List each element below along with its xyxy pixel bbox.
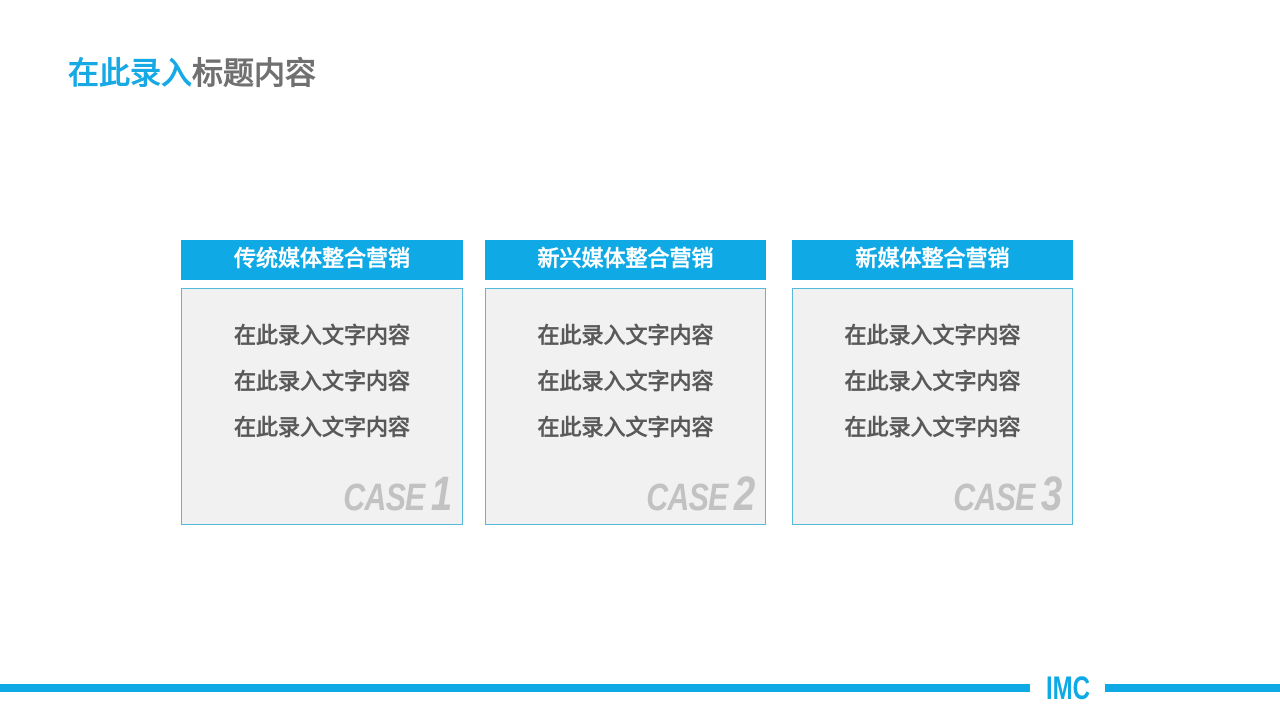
card-text-line: 在此录入文字内容: [844, 324, 1021, 349]
card-header: 新媒体整合营销: [792, 240, 1073, 280]
card-text-line: 在此录入文字内容: [537, 370, 714, 395]
card-text-line: 在此录入文字内容: [233, 370, 410, 395]
slide-title: 在此录入标题内容: [68, 52, 316, 96]
case-number: 2: [733, 468, 755, 521]
card-header: 传统媒体整合营销: [181, 240, 463, 280]
case-card-1: 传统媒体整合营销 在此录入文字内容 在此录入文字内容 在此录入文字内容 CASE…: [181, 240, 463, 525]
case-card-2: 新兴媒体整合营销 在此录入文字内容 在此录入文字内容 在此录入文字内容 CASE…: [485, 240, 766, 525]
card-text-line: 在此录入文字内容: [537, 324, 714, 349]
case-word: CASE: [342, 477, 425, 519]
card-text-line: 在此录入文字内容: [233, 324, 410, 349]
card-header: 新兴媒体整合营销: [485, 240, 766, 280]
slide-title-accent: 在此录入: [68, 56, 192, 92]
footer-brand-logo: IMC: [1046, 670, 1090, 706]
case-number: 3: [1040, 468, 1062, 521]
card-text-line: 在此录入文字内容: [537, 416, 714, 441]
footer-divider-right: [1105, 684, 1280, 692]
case-number: 1: [430, 468, 452, 521]
card-text-line: 在此录入文字内容: [844, 416, 1021, 441]
card-text-line: 在此录入文字内容: [233, 416, 410, 441]
case-word: CASE: [952, 477, 1035, 519]
slide-title-rest: 标题内容: [192, 56, 316, 92]
case-word: CASE: [645, 477, 728, 519]
card-text-line: 在此录入文字内容: [844, 370, 1021, 395]
footer-divider-left: [0, 684, 1030, 692]
